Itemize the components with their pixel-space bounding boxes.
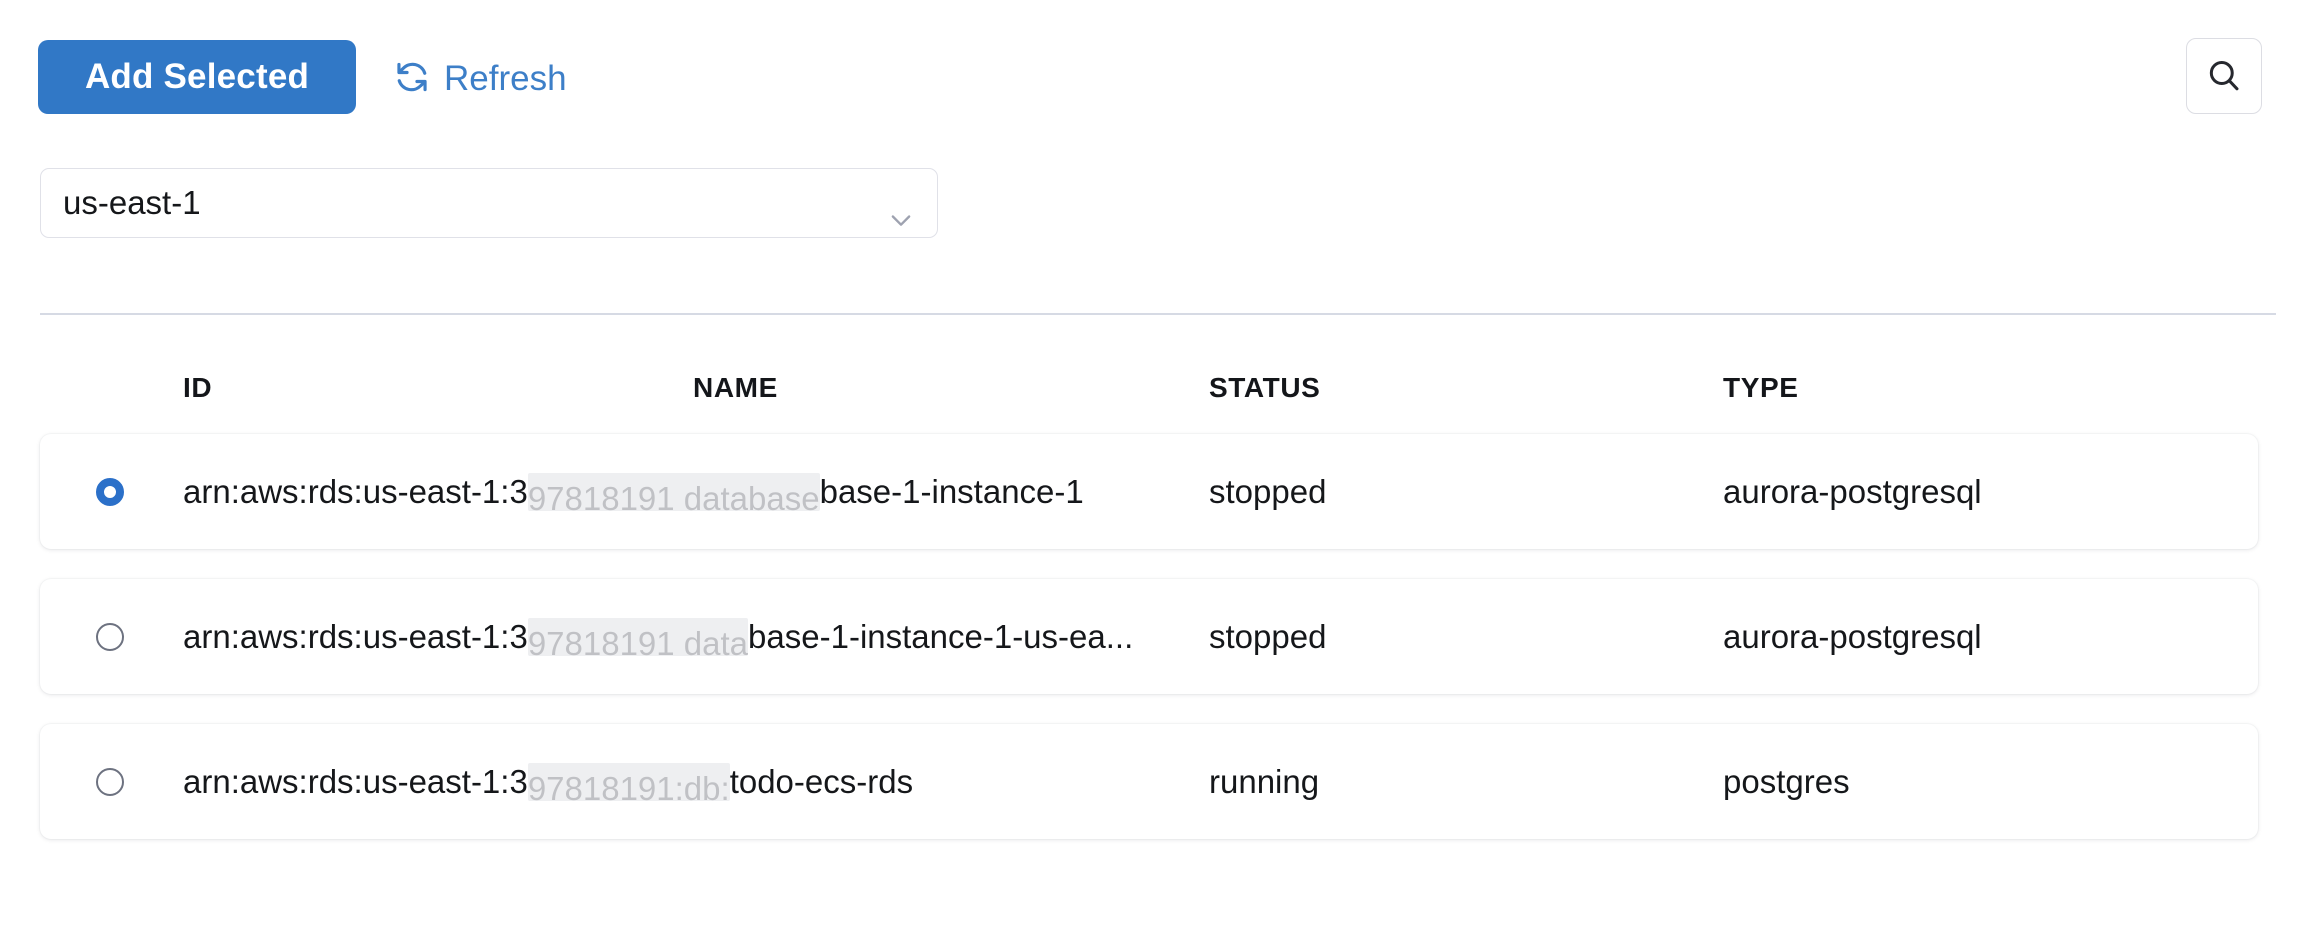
radio-unchecked-icon <box>96 767 124 796</box>
refresh-icon <box>394 59 430 95</box>
cell-type: postgres <box>1723 762 1850 800</box>
column-header-id: ID <box>183 372 213 403</box>
resources-table: ID NAME STATUS TYPE arn:aws:rds:us-east-… <box>0 372 2298 869</box>
region-filter: us-east-1 <box>40 168 938 238</box>
add-selected-button[interactable]: Add Selected <box>38 40 356 114</box>
arn-prefix: arn:aws:rds:us-east-1:3 <box>183 472 528 510</box>
row-radio-2[interactable] <box>92 764 128 800</box>
region-select[interactable]: us-east-1 <box>40 168 938 238</box>
redacted-account-id: 97818191 database <box>527 472 820 511</box>
chevron-down-icon <box>887 189 915 226</box>
column-header-type: TYPE <box>1723 372 1799 403</box>
arn-suffix: base-1-instance-1-us-ea... <box>748 617 1134 655</box>
row-radio-0[interactable] <box>92 474 128 510</box>
region-select-value: us-east-1 <box>63 184 201 221</box>
search-button[interactable] <box>2186 38 2262 114</box>
redacted-account-id: 97818191:db: <box>527 762 730 801</box>
arn-prefix: arn:aws:rds:us-east-1:3 <box>183 762 528 800</box>
redacted-account-id: 97818191 data <box>527 617 749 656</box>
cell-type: aurora-postgresql <box>1723 617 1982 655</box>
section-divider <box>40 313 2276 315</box>
arn-prefix: arn:aws:rds:us-east-1:3 <box>183 617 528 655</box>
toolbar: Add Selected Refresh <box>0 0 2298 128</box>
table-header-row: ID NAME STATUS TYPE <box>0 372 2298 434</box>
arn-suffix: todo-ecs-rds <box>729 762 914 800</box>
cell-status: stopped <box>1209 617 1327 655</box>
radio-unchecked-icon <box>96 622 124 651</box>
cell-type: aurora-postgresql <box>1723 472 1982 510</box>
arn-suffix: base-1-instance-1 <box>819 472 1084 510</box>
refresh-button[interactable]: Refresh <box>394 50 567 104</box>
row-radio-1[interactable] <box>92 619 128 655</box>
cell-status: stopped <box>1209 472 1327 510</box>
column-header-name: NAME <box>693 372 778 403</box>
column-header-status: STATUS <box>1209 372 1321 403</box>
search-icon <box>2205 57 2243 95</box>
refresh-label: Refresh <box>444 58 567 98</box>
cell-status: running <box>1209 762 1320 800</box>
radio-checked-icon <box>96 477 124 506</box>
